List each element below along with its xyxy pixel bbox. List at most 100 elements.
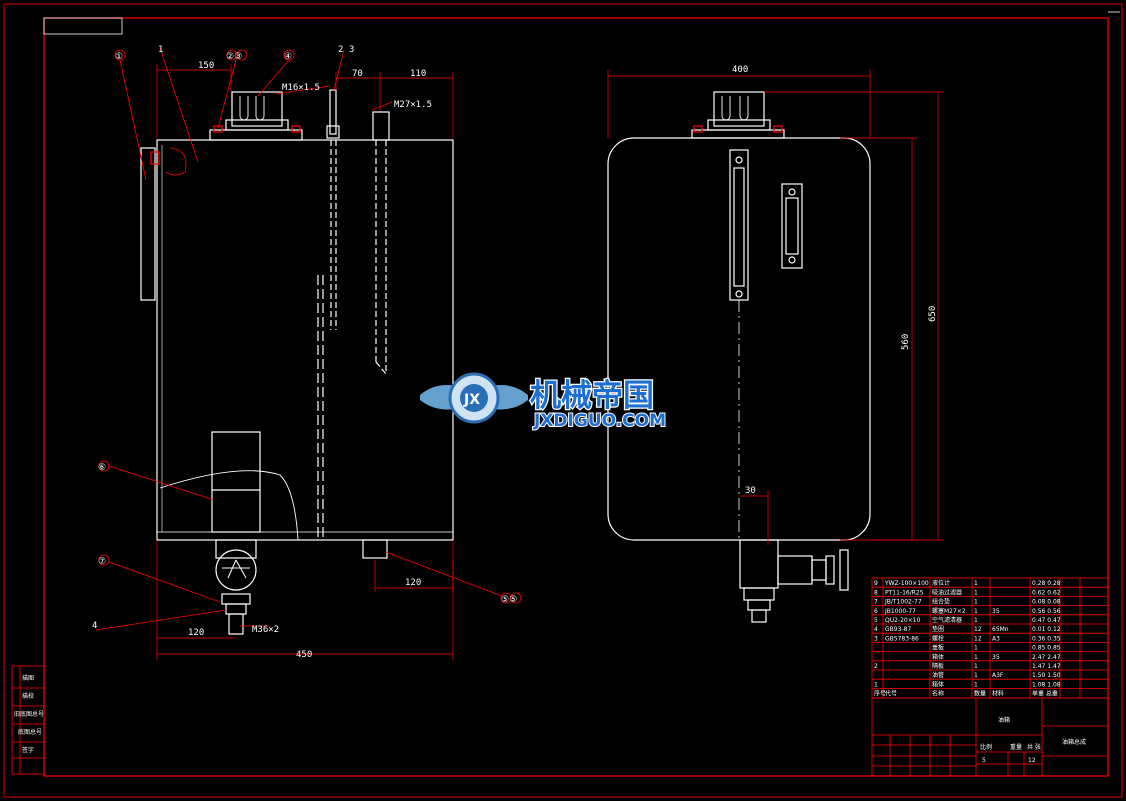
bom-cell: 0.47 0.47 bbox=[1032, 617, 1061, 624]
bom-header-cell: 单重 总重 bbox=[1032, 690, 1058, 698]
bom-cell: 9 bbox=[874, 580, 878, 587]
bom-cell: 5 bbox=[874, 617, 878, 624]
margin-label-3: 底图总号 bbox=[18, 728, 42, 736]
outer-border bbox=[3, 3, 1123, 798]
margin-label-0: 描图 bbox=[22, 674, 34, 682]
bom-cell: 6 bbox=[874, 608, 878, 615]
bom-cell: 组合垫 bbox=[932, 598, 950, 606]
bom-header-cell: 名称 bbox=[932, 690, 944, 698]
bom-cell: 箱体 bbox=[932, 653, 944, 661]
bom-cell: PT11-16/R25 bbox=[885, 589, 924, 596]
bom-cell: 螺栓 bbox=[932, 634, 944, 642]
bom-cell: 2.47 2.47 bbox=[1032, 654, 1061, 661]
scale-label: 比例 bbox=[980, 743, 992, 751]
drawing-name: 油箱总成 bbox=[1062, 738, 1086, 746]
bom-cell: 3 bbox=[874, 635, 878, 642]
bom-header-cell: 数量 bbox=[974, 690, 986, 698]
bom-cell: 1 bbox=[974, 589, 978, 596]
dim-120-left: 120 bbox=[188, 628, 204, 638]
bom-cell: 0.62 0.62 bbox=[1032, 589, 1061, 596]
level-gauge bbox=[729, 149, 749, 301]
corner-box bbox=[43, 17, 123, 35]
cover-plate bbox=[209, 129, 303, 141]
bom-cell: 2 bbox=[874, 663, 878, 670]
weight-label: 重量 bbox=[1010, 743, 1022, 751]
bom-cell: 12 bbox=[974, 626, 982, 633]
balloon-1: ① bbox=[115, 52, 123, 62]
bom-cell: 油管 bbox=[932, 671, 944, 679]
dim-650: 650 bbox=[928, 306, 938, 322]
bom-cell: A3F bbox=[992, 672, 1004, 679]
bom-cell: 65Mn bbox=[992, 626, 1009, 633]
leaders bbox=[95, 47, 522, 631]
dim-120-right: 120 bbox=[405, 578, 421, 588]
bom-cell: 1 bbox=[974, 580, 978, 587]
balloon-8: ⑥ bbox=[98, 463, 106, 473]
leader-label-2-3: 2 3 bbox=[338, 45, 354, 55]
balloon-4: ④ bbox=[284, 52, 292, 62]
left-margin-box bbox=[11, 665, 45, 775]
logo-watermark: JX 机械帝国 JXDIGUO.COM bbox=[420, 372, 667, 432]
scale-value: 5 bbox=[982, 757, 986, 764]
ball-valve-handle bbox=[215, 549, 257, 591]
bom-cell: 螺塞M27×2 bbox=[932, 607, 966, 615]
balloon-5-6: ⑤⑤ bbox=[501, 595, 517, 605]
bom-cell: JB/T1002-77 bbox=[884, 599, 922, 606]
front-dims bbox=[156, 64, 454, 660]
bom-cell: 12 bbox=[974, 635, 982, 642]
bom-header-cell: 代号 bbox=[885, 690, 897, 698]
suction-filter bbox=[211, 431, 261, 533]
dim-m27: M27×1.5 bbox=[394, 100, 432, 110]
sheet-label: 共 张 bbox=[1027, 743, 1041, 751]
bom-cell: 0.85 0.85 bbox=[1032, 645, 1061, 652]
bom-cell: 隔板 bbox=[932, 662, 944, 670]
side-dims bbox=[607, 70, 944, 545]
bom-cell: 35 bbox=[992, 608, 1000, 615]
part-name: 油箱 bbox=[998, 716, 1010, 724]
side-gauge bbox=[140, 147, 156, 301]
bom-cell: 1 bbox=[974, 617, 978, 624]
bom-cell: 垫圈 bbox=[932, 625, 944, 633]
leader-label-4: 4 bbox=[92, 621, 97, 631]
bom-cell: GB93-87 bbox=[885, 626, 911, 633]
bom-cell: 1 bbox=[974, 663, 978, 670]
bom-cell: YWZ-100×100 bbox=[884, 580, 929, 587]
side-view bbox=[607, 91, 871, 623]
bom-cell: 空气滤清器 bbox=[932, 616, 962, 624]
bom-header-cell: 材料 bbox=[992, 690, 1004, 698]
bom-cell: 1 bbox=[874, 681, 878, 688]
bom-cell: 8 bbox=[874, 589, 878, 596]
bom-cell: 1.08 1.08 bbox=[1032, 681, 1061, 688]
dim-560: 560 bbox=[901, 334, 911, 350]
margin-label-2: 旧底图总号 bbox=[14, 710, 44, 718]
dim-400: 400 bbox=[732, 65, 748, 75]
bom-cell: 1.50 1.50 bbox=[1032, 672, 1061, 679]
dim-450: 450 bbox=[296, 650, 312, 660]
balloon-7: ⑦ bbox=[98, 557, 106, 567]
bom-cell: QU2-20×10 bbox=[885, 617, 921, 624]
level-gauge-small bbox=[781, 183, 803, 269]
bom-cell: 0.28 0.28 bbox=[1032, 580, 1061, 587]
bom-cell: 1 bbox=[974, 645, 978, 652]
dim-m36: M36×2 bbox=[252, 625, 279, 635]
balloon-2-3: ②③ bbox=[226, 52, 242, 62]
dim-110: 110 bbox=[410, 69, 426, 79]
bom-cell: 0.01 0.12 bbox=[1032, 626, 1061, 633]
bom-cell: 液位计 bbox=[932, 579, 950, 587]
bom-cell: 35 bbox=[992, 654, 1000, 661]
bom-cell: GB5783-86 bbox=[885, 635, 919, 642]
bom-cell: 1 bbox=[974, 672, 978, 679]
bom-cell: 吸油过滤器 bbox=[932, 588, 962, 596]
bom-cell: JB1000-77 bbox=[884, 608, 916, 615]
logo-cn: 机械帝国 bbox=[530, 378, 654, 414]
sheet-value: 12 bbox=[1028, 757, 1036, 764]
tank-body-front bbox=[156, 139, 454, 541]
bom-cell: 7 bbox=[874, 599, 878, 606]
margin-label-4: 签字 bbox=[22, 746, 34, 754]
bom-cell: 1 bbox=[974, 599, 978, 606]
leader-label-1: 1 bbox=[158, 45, 163, 55]
bom-cell: 1 bbox=[974, 608, 978, 615]
logo-emblem: JX bbox=[463, 392, 480, 408]
air-filter bbox=[231, 91, 283, 127]
